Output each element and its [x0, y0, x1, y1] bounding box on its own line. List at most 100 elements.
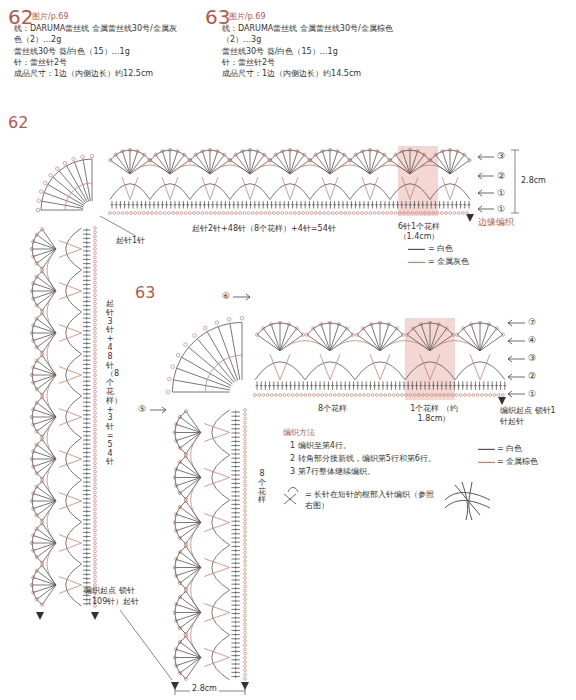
stitch-stroke — [388, 204, 391, 205]
stitch-stroke — [280, 354, 290, 380]
stitch-stroke — [94, 311, 97, 314]
stitch-stroke — [94, 411, 97, 414]
stitch-stroke — [244, 543, 247, 546]
stitch-stroke — [204, 424, 230, 433]
stitch-stroke — [235, 650, 236, 653]
stitch-stroke — [273, 381, 274, 390]
stitch-stroke — [94, 567, 97, 570]
stitch-stroke — [298, 385, 301, 386]
stitch-stroke — [235, 545, 236, 548]
stitch-stroke — [59, 501, 82, 509]
stitch-stroke — [32, 271, 42, 310]
stitch-stroke — [231, 491, 240, 492]
stitch-stroke — [231, 559, 240, 560]
stitch-stroke — [37, 417, 56, 431]
stitch-stroke — [176, 658, 201, 666]
stitch-stroke — [254, 394, 257, 397]
stitch-stroke — [386, 212, 389, 215]
stitch-stroke — [330, 354, 340, 380]
stitch-stroke — [231, 454, 240, 455]
stitch-stroke — [94, 290, 97, 293]
stitch-stroke — [231, 655, 240, 656]
stitch-stroke — [380, 201, 381, 209]
stitch-stroke — [231, 622, 240, 623]
stitch-stroke — [384, 204, 387, 205]
stitch-stroke — [295, 204, 298, 205]
stitch-stroke — [81, 155, 85, 159]
stitch-stroke — [235, 537, 236, 540]
stitch-stroke — [83, 326, 91, 327]
stitch-stroke — [488, 381, 489, 390]
stitch-stroke — [383, 381, 384, 390]
stitch-stroke — [175, 636, 186, 679]
stitch-stroke — [94, 445, 97, 448]
chart-label: 图片/p.69 — [32, 12, 69, 23]
stitch-stroke — [235, 427, 236, 430]
stitch-stroke — [300, 394, 303, 397]
stitch-stroke — [463, 204, 466, 205]
stitch-stroke — [433, 381, 434, 390]
stitch-stroke — [260, 385, 263, 386]
stitch-stroke — [210, 150, 211, 174]
stitch-symbol — [284, 488, 298, 505]
stitch-stroke — [83, 557, 91, 558]
stitch-stroke — [344, 212, 347, 215]
stitch-stroke — [410, 155, 424, 174]
chart-label: 图片/p.69 — [229, 12, 266, 23]
chart-label: 63 — [135, 282, 155, 304]
stitch-stroke — [159, 212, 162, 215]
stitch-stroke — [450, 177, 458, 200]
stitch-stroke — [33, 367, 56, 375]
chart-label: 8个花样 — [318, 404, 347, 415]
stitch-stroke — [479, 381, 480, 390]
stitch-stroke — [94, 353, 97, 356]
stitch-stroke — [231, 462, 240, 463]
stitch-stroke — [244, 535, 247, 538]
stitch-stroke — [66, 480, 82, 522]
stitch-stroke — [83, 440, 91, 441]
stitch-stroke — [270, 160, 290, 174]
stitch-stroke — [231, 613, 240, 614]
stitch-stroke — [86, 355, 87, 358]
stitch-stroke — [453, 212, 456, 215]
stitch-stroke — [83, 314, 91, 315]
stitch-stroke — [235, 478, 236, 481]
stitch-stroke — [220, 204, 223, 205]
stitch-stroke — [292, 201, 293, 209]
stitch-stroke — [122, 151, 130, 174]
stitch-stroke — [83, 452, 91, 453]
stitch-stroke — [307, 323, 353, 335]
stitch-stroke — [86, 527, 87, 530]
stitch-stroke — [94, 525, 97, 528]
stitch-stroke — [417, 204, 420, 205]
stitch-stroke — [86, 397, 87, 400]
legend-line-sample — [408, 262, 425, 263]
stitch-stroke — [86, 367, 87, 370]
chart-label: 1个花样 （约1.8cm） — [405, 404, 463, 424]
stitch-stroke — [167, 212, 170, 215]
stitch-stroke — [86, 506, 87, 509]
stitch-stroke — [235, 667, 236, 670]
stitch-stroke — [244, 585, 247, 588]
stitch-stroke — [146, 212, 149, 215]
stitch-stroke — [261, 381, 262, 390]
stitch-stroke — [86, 401, 87, 404]
stitch-stroke — [94, 529, 97, 532]
stitch-stroke — [244, 610, 247, 613]
stitch-stroke — [419, 385, 422, 386]
stitch-stroke — [83, 402, 91, 403]
stitch-stroke — [94, 537, 97, 540]
pattern-highlight — [405, 318, 455, 400]
stitch-stroke — [270, 150, 309, 160]
stitch-stroke — [370, 150, 371, 174]
stitch-stroke — [430, 394, 433, 397]
stitch-stroke — [244, 413, 247, 416]
stitch-stroke — [86, 430, 87, 433]
stitch-stroke — [276, 155, 290, 174]
stitch-stroke — [130, 212, 133, 215]
stitch-stroke — [253, 204, 256, 205]
stitch-stroke — [407, 335, 430, 351]
stitch-stroke — [83, 553, 91, 554]
stitch-stroke — [359, 394, 362, 397]
stitch-stroke — [447, 394, 450, 397]
